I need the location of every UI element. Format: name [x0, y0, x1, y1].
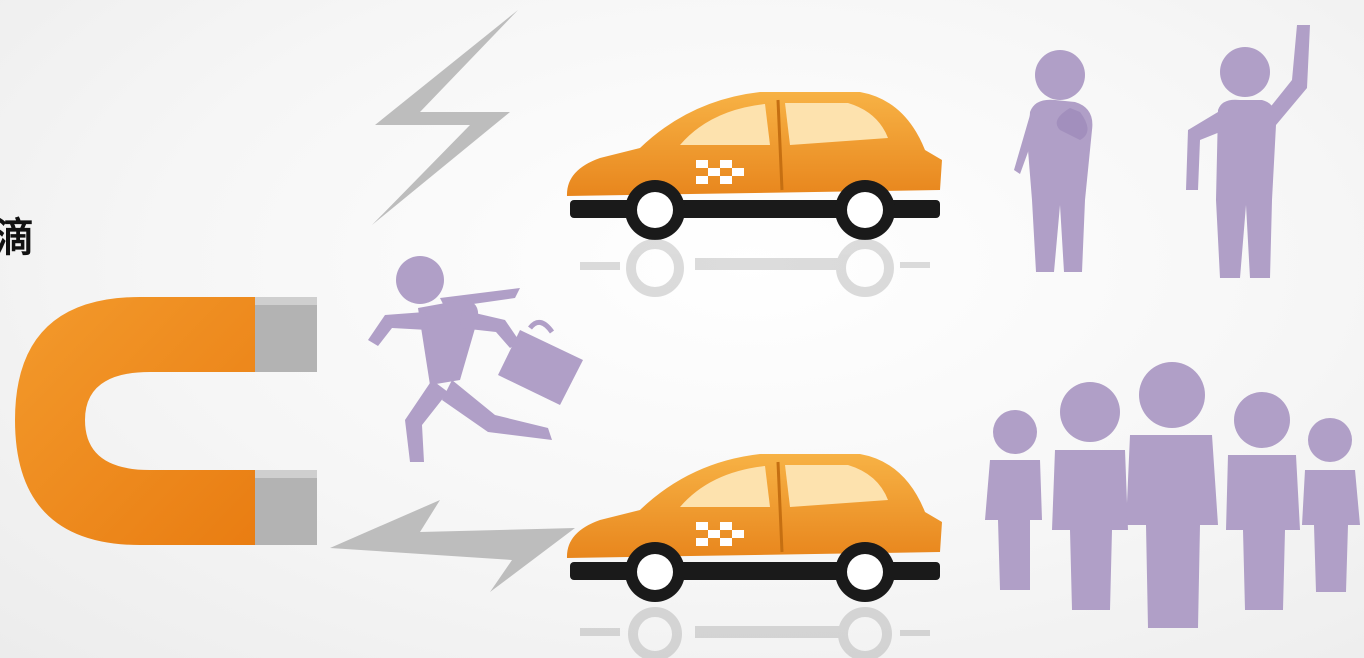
waving-person-icon — [1186, 25, 1310, 278]
running-businessman-icon — [368, 256, 583, 462]
lightning-bolt-icon — [330, 500, 575, 592]
thinking-person-icon — [1014, 50, 1092, 272]
magnet-icon — [15, 297, 317, 545]
taxi-car-icon — [567, 92, 942, 292]
taxi-car-icon — [567, 454, 942, 656]
crowd-icon — [985, 362, 1360, 628]
lightning-bolt-icon — [372, 10, 518, 225]
